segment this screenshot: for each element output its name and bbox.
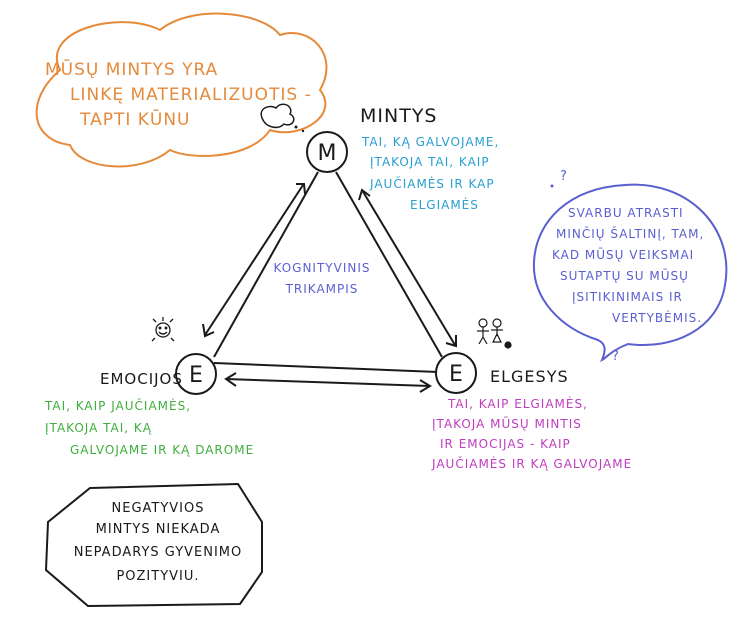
edge-m-to-e-right — [335, 171, 443, 358]
question-mark-top: ? — [560, 169, 568, 184]
stick-figures-icon — [477, 318, 512, 349]
speech-line-2: MINČIŲ ŠALTINĮ, TAM, — [556, 226, 704, 241]
node-emotions-desc-3: GALVOJAME IR KĄ DAROME — [70, 443, 254, 457]
node-behavior-desc-1: TAI, KAIP ELGIAMĖS, — [447, 396, 588, 411]
thought-line-1: MŪSŲ MINTYS YRA — [45, 58, 218, 80]
node-emotions-desc-1: TAI, KAIP JAUČIAMĖS, — [44, 398, 191, 413]
node-behavior-desc-4: JAUČIAMĖS IR KĄ GALVOJAME — [431, 456, 632, 471]
thought-dot-1 — [294, 125, 298, 129]
node-behavior-letter: E — [449, 362, 463, 387]
node-elgesys: E ELGESYS TAI, KAIP ELGIAMĖS, ĮTAKOJA MŪ… — [431, 318, 632, 471]
arrows — [202, 183, 457, 393]
arrow-left-line — [204, 184, 304, 336]
arrow-right-head-down — [445, 335, 457, 348]
speech-line-5: ĮSITIKINIMAIS IR — [572, 290, 683, 304]
node-emotions-title: EMOCIJOS — [100, 370, 183, 388]
node-m-desc-1: TAI, KĄ GALVOJAME, — [361, 135, 499, 149]
node-mintys: M MINTYS TAI, KĄ GALVOJAME, ĮTAKOJA TAI,… — [306, 105, 499, 212]
arrow-bottom-line — [225, 378, 431, 387]
box-line-1: NEGATYVIOS — [112, 501, 205, 516]
node-emocijos: E EMOCIJOS TAI, KAIP JAUČIAMĖS, ĮTAKOJA … — [44, 317, 254, 457]
arrow-right-head-up — [358, 188, 371, 201]
arrow-right-line — [361, 189, 456, 346]
node-emotions-desc-2: ĮTAKOJA TAI, KĄ — [45, 421, 152, 435]
center-label-line-1: KOGNITYVINIS — [273, 261, 370, 275]
arrow-bottom-head-right — [419, 379, 432, 393]
thought-line-3: TAPTI KŪNU — [79, 108, 191, 130]
thought-cloud-shape — [35, 12, 328, 168]
speech-line-4: SUTAPTŲ SU MŪSŲ — [560, 269, 689, 283]
speech-bubble-shape — [532, 183, 728, 363]
thought-dot-2 — [301, 129, 305, 133]
box-note: NEGATYVIOS MINTYS NIEKADA NEPADARYS GYVE… — [44, 482, 263, 608]
question-mark-bottom: ? — [612, 349, 620, 364]
node-m-title: MINTYS — [360, 105, 437, 127]
center-label: KOGNITYVINIS TRIKAMPIS — [273, 261, 370, 296]
box-line-4: POZITYVIU. — [116, 569, 199, 584]
arrow-left-head-down — [202, 323, 215, 338]
thought-line-2: LINKĘ MATERIALIZUOTIS - — [70, 85, 312, 105]
arrow-bottom-head-left — [224, 372, 237, 387]
box-line-3: NEPADARYS GYVENIMO — [74, 545, 243, 560]
node-m-letter: M — [318, 141, 337, 166]
edge-bottom — [213, 362, 439, 373]
speech-bubble: SVARBU ATRASTI MINČIŲ ŠALTINĮ, TAM, KAD … — [532, 169, 728, 364]
arrow-left-head-up — [296, 183, 306, 195]
edge-m-to-e-left — [213, 171, 319, 358]
triangle-edges — [213, 171, 443, 373]
node-behavior-circle — [435, 352, 477, 394]
node-behavior-title: ELGESYS — [490, 367, 569, 386]
node-emotions-circle — [175, 353, 217, 395]
node-m-desc-4: ELGIAMĖS — [410, 197, 479, 212]
node-m-desc-3: JAUČIAMĖS IR KAP — [369, 176, 495, 191]
speech-line-1: SVARBU ATRASTI — [568, 206, 684, 220]
node-emotions-letter: E — [189, 363, 203, 388]
smiley-icon — [151, 317, 175, 342]
speech-line-6: VERTYBĖMIS. — [612, 310, 702, 325]
box-note-shape — [44, 482, 263, 608]
box-line-2: MINTYS NIEKADA — [96, 522, 221, 537]
center-label-line-2: TRIKAMPIS — [285, 282, 359, 296]
node-behavior-desc-3: IR EMOCIJAS - KAIP — [440, 437, 571, 451]
node-m-desc-2: ĮTAKOJA TAI, KAIP — [370, 155, 490, 169]
node-m-circle — [306, 131, 348, 173]
thought-bubble: MŪSŲ MINTYS YRA LINKĘ MATERIALIZUOTIS - … — [35, 12, 328, 168]
question-dot-top — [550, 184, 554, 188]
thought-small-cloud — [260, 103, 295, 129]
node-behavior-desc-2: ĮTAKOJA MŪSŲ MINTIS — [432, 417, 582, 431]
speech-line-3: KAD MŪSŲ VEIKSMAI — [552, 248, 694, 262]
